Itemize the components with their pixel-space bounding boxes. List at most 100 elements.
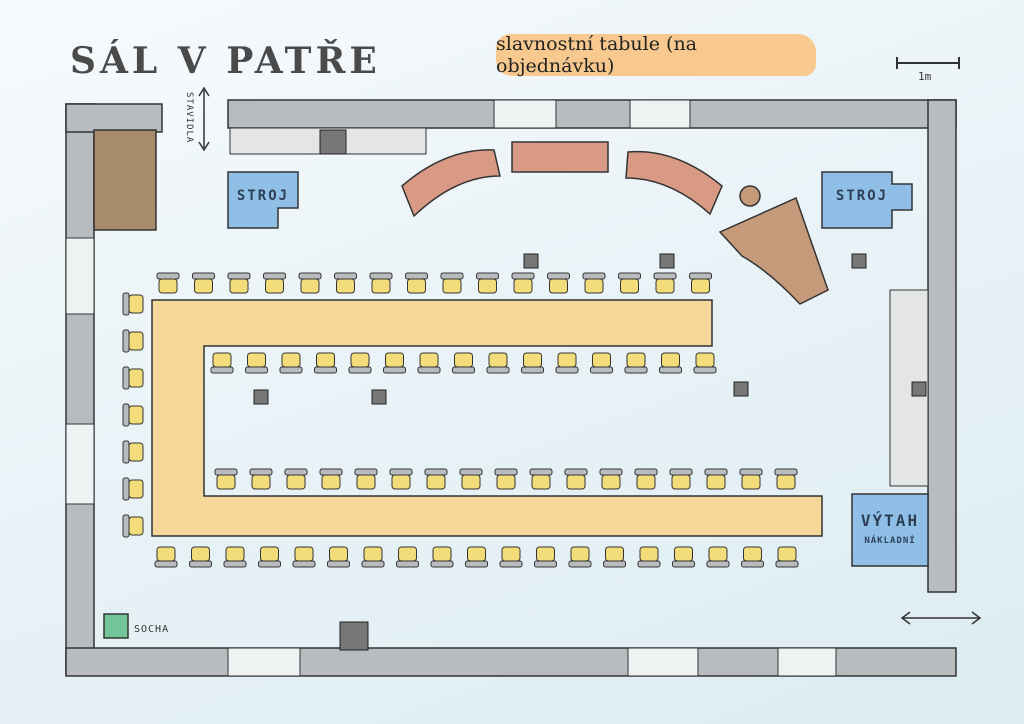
chair <box>122 440 144 464</box>
stavidla-label: STAVIDLA <box>184 92 194 144</box>
scale-label: 1m <box>918 70 932 83</box>
pillar <box>339 621 369 651</box>
chair <box>154 546 178 568</box>
chair <box>669 468 693 490</box>
statue <box>103 613 129 639</box>
chair <box>298 272 322 294</box>
chair <box>292 546 316 568</box>
chair <box>284 468 308 490</box>
chair <box>704 468 728 490</box>
chair <box>494 468 518 490</box>
sofa <box>625 150 723 216</box>
chair <box>327 546 350 568</box>
window <box>627 647 699 677</box>
chair <box>263 272 286 294</box>
window <box>65 237 95 315</box>
scale-bar <box>896 57 960 78</box>
lift-label: VÝTAH <box>860 510 920 530</box>
wall-top <box>227 99 957 129</box>
wall-top-left <box>65 103 163 133</box>
chair <box>637 546 661 568</box>
chair <box>486 352 510 374</box>
chair <box>189 546 212 568</box>
chair <box>245 352 268 374</box>
statue-label: SOCHA <box>134 624 170 635</box>
chair <box>319 468 343 490</box>
chair <box>511 272 535 294</box>
machine-left <box>227 171 299 229</box>
chair <box>396 546 419 568</box>
chair <box>568 546 592 568</box>
chair <box>122 403 144 427</box>
chair <box>258 546 281 568</box>
grand-piano <box>718 185 829 305</box>
chair <box>369 272 393 294</box>
window <box>777 647 837 677</box>
chair <box>624 352 648 374</box>
pillar <box>523 253 539 269</box>
chair <box>529 468 553 490</box>
chair <box>192 272 215 294</box>
chair <box>223 546 247 568</box>
chair <box>452 352 475 374</box>
chair <box>334 272 357 294</box>
chair <box>582 272 606 294</box>
chair <box>214 468 238 490</box>
chair <box>739 468 763 490</box>
door <box>93 129 157 231</box>
chair <box>405 272 428 294</box>
chairs <box>122 272 799 568</box>
wall-left <box>65 103 95 675</box>
chair <box>122 292 144 316</box>
pillars <box>253 129 927 651</box>
window <box>227 647 301 677</box>
chair <box>706 546 730 568</box>
chair <box>672 546 695 568</box>
banquet-table <box>151 299 823 537</box>
chair <box>599 468 623 490</box>
chair <box>122 329 144 353</box>
window <box>65 423 95 505</box>
chair <box>122 514 144 538</box>
chair <box>590 352 613 374</box>
pillar <box>911 381 927 397</box>
sofas <box>401 141 723 218</box>
chair <box>547 272 570 294</box>
sofa <box>511 141 609 173</box>
chair <box>775 546 799 568</box>
chair <box>634 468 658 490</box>
chair <box>459 468 483 490</box>
chair <box>653 272 677 294</box>
chair <box>348 352 372 374</box>
chair <box>659 352 682 374</box>
wall-right <box>927 99 957 593</box>
window <box>629 99 691 129</box>
chair <box>417 352 441 374</box>
chair <box>156 272 180 294</box>
chair <box>361 546 385 568</box>
chair <box>440 272 464 294</box>
machine-left-label: STROJ <box>236 188 290 204</box>
walls <box>65 99 957 677</box>
sofa <box>401 149 501 218</box>
page-title: SÁL V PATŘE <box>70 40 381 82</box>
chair <box>618 272 641 294</box>
chair <box>424 468 448 490</box>
pillar <box>371 389 387 405</box>
pillar <box>733 381 749 397</box>
window <box>493 99 557 129</box>
chair <box>279 352 303 374</box>
chair <box>122 366 144 390</box>
chair <box>314 352 337 374</box>
chair <box>521 352 544 374</box>
chair <box>499 546 523 568</box>
subtitle-badge: slavnostní tabule (na objednávku) <box>496 33 816 77</box>
pillar <box>659 253 675 269</box>
chair <box>465 546 488 568</box>
pillar <box>253 389 269 405</box>
chair <box>774 468 798 490</box>
chair <box>564 468 588 490</box>
machine-right <box>821 171 913 229</box>
pillar <box>319 129 347 155</box>
